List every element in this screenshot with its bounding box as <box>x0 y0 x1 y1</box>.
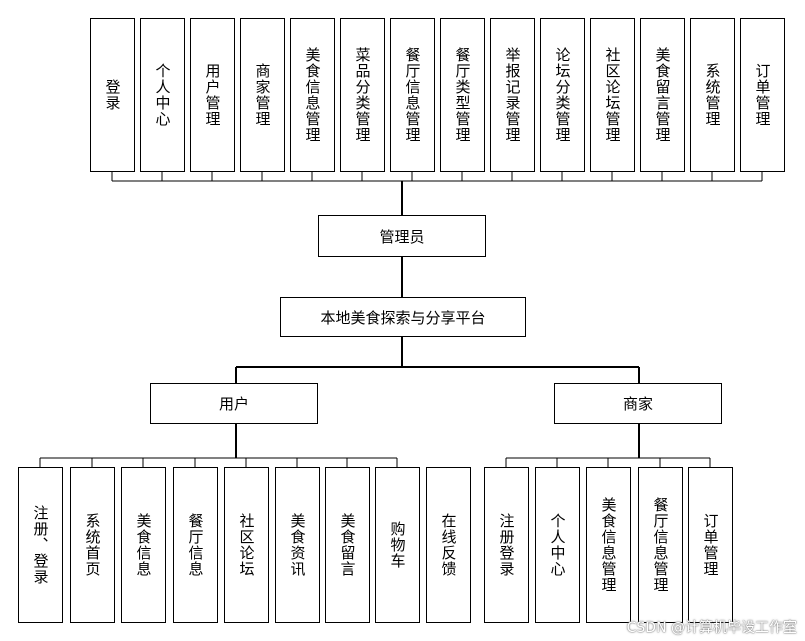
merchant-func-restaurant-info-management: 餐厅信息管理 <box>638 467 683 623</box>
admin-func-restaurant-type-management: 餐厅类型管理 <box>440 18 485 172</box>
admin-func-user-management: 用户管理 <box>190 18 235 172</box>
admin-func-label: 餐厅信息管理 <box>403 47 422 143</box>
user-func-label: 美食信息 <box>134 513 153 577</box>
admin-func-restaurant-info-management: 餐厅信息管理 <box>390 18 435 172</box>
user-func-label: 美食资讯 <box>288 513 307 577</box>
merchant-func-label: 个人中心 <box>548 513 567 577</box>
admin-node: 管理员 <box>318 215 486 257</box>
admin-func-label: 餐厅类型管理 <box>453 47 472 143</box>
merchant-func-personal-center: 个人中心 <box>535 467 580 623</box>
admin-func-label: 商家管理 <box>253 63 272 127</box>
merchant-func-label: 餐厅信息管理 <box>651 497 670 593</box>
admin-func-report-management: 举报记录管理 <box>490 18 535 172</box>
merchant-label: 商家 <box>622 395 653 413</box>
merchant-func-register-login: 注册登录 <box>484 467 529 623</box>
merchant-func-food-info-management: 美食信息管理 <box>586 467 631 623</box>
user-func-food-info: 美食信息 <box>121 467 166 623</box>
admin-func-label: 订单管理 <box>753 63 772 127</box>
admin-func-label: 论坛分类管理 <box>553 47 572 143</box>
admin-func-login: 登录 <box>90 18 135 172</box>
user-func-label: 购物车 <box>388 521 407 569</box>
admin-func-label: 美食留言管理 <box>653 47 672 143</box>
admin-label: 管理员 <box>379 227 425 246</box>
user-func-home: 系统首页 <box>70 467 115 623</box>
admin-func-personal-center: 个人中心 <box>140 18 185 172</box>
admin-func-forum-category-management: 论坛分类管理 <box>540 18 585 172</box>
user-func-label: 在线反馈 <box>439 513 458 577</box>
admin-func-label: 美食信息管理 <box>303 47 322 143</box>
user-func-register-login: 注册、登录 <box>18 467 63 623</box>
user-node: 用户 <box>150 383 318 424</box>
user-label: 用户 <box>218 395 249 413</box>
admin-func-label: 举报记录管理 <box>503 47 522 143</box>
admin-func-system-management: 系统管理 <box>690 18 735 172</box>
user-func-restaurant-info: 餐厅信息 <box>173 467 218 623</box>
user-func-food-message: 美食留言 <box>325 467 370 623</box>
admin-func-label: 登录 <box>103 79 122 111</box>
merchant-func-label: 美食信息管理 <box>599 497 618 593</box>
user-func-label: 注册、登录 <box>31 505 50 585</box>
admin-func-label: 个人中心 <box>153 63 172 127</box>
platform-label: 本地美食探索与分享平台 <box>320 308 486 327</box>
admin-func-community-forum-management: 社区论坛管理 <box>590 18 635 172</box>
user-func-food-news: 美食资讯 <box>275 467 320 623</box>
watermark: CSDN @计算机毕设工作室 <box>626 620 797 636</box>
admin-func-merchant-management: 商家管理 <box>240 18 285 172</box>
admin-func-food-info-management: 美食信息管理 <box>290 18 335 172</box>
merchant-func-label: 注册登录 <box>497 513 516 577</box>
admin-func-label: 系统管理 <box>703 63 722 127</box>
admin-func-label: 用户管理 <box>203 63 222 127</box>
user-func-label: 餐厅信息 <box>186 513 205 577</box>
admin-func-label: 菜品分类管理 <box>353 47 372 143</box>
user-func-label: 美食留言 <box>338 513 357 577</box>
merchant-func-label: 订单管理 <box>701 513 720 577</box>
merchant-func-order-management: 订单管理 <box>688 467 733 623</box>
user-func-community-forum: 社区论坛 <box>224 467 269 623</box>
admin-func-order-management: 订单管理 <box>740 18 785 172</box>
admin-func-food-message-management: 美食留言管理 <box>640 18 685 172</box>
merchant-node: 商家 <box>554 383 722 424</box>
user-func-label: 社区论坛 <box>237 513 256 577</box>
user-func-shopping-cart: 购物车 <box>375 467 420 623</box>
user-func-online-feedback: 在线反馈 <box>426 467 471 623</box>
user-func-label: 系统首页 <box>83 513 102 577</box>
admin-func-dish-category-management: 菜品分类管理 <box>340 18 385 172</box>
admin-func-label: 社区论坛管理 <box>603 47 622 143</box>
platform-node: 本地美食探索与分享平台 <box>280 297 526 337</box>
